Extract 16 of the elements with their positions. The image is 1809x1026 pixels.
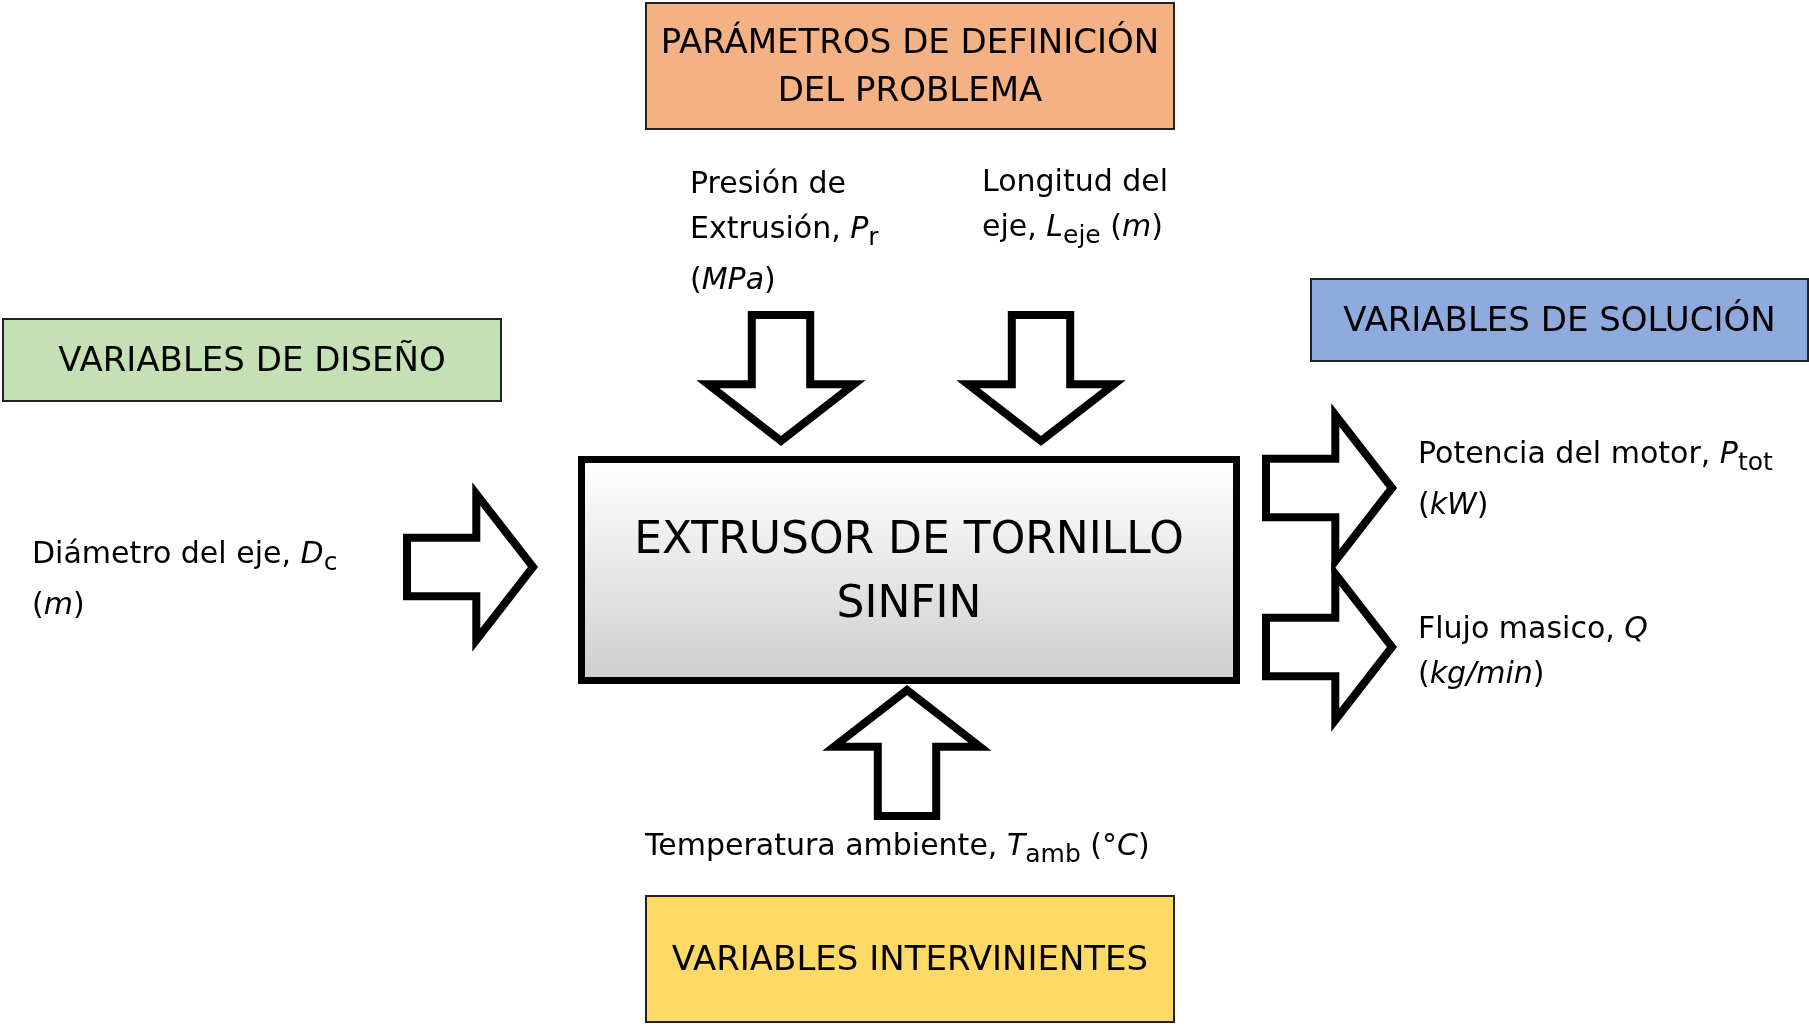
variable-label: Diámetro del eje, D$_{c}$ (m) [32,530,362,630]
block-arrow [956,311,1126,447]
category-box: VARIABLES DE SOLUCIÓN [1310,278,1809,362]
process-box: EXTRUSOR DE TORNILLO SINFIN [578,456,1240,684]
category-box: VARIABLES INTERVINIENTES [645,895,1175,1023]
variable-label: Temperatura ambiente, T$_{amb}$ (°C) [645,822,1205,874]
block-arrow [696,311,866,447]
category-box: PARÁMETROS DE DEFINICIÓN DEL PROBLEMA [645,2,1175,130]
variable-label: Flujo masico, Q (kg/min) [1418,605,1678,705]
block-arrow [822,684,992,820]
variable-label: Longitud del eje, L$_{eje}$ (m) [982,158,1172,300]
block-arrow [1262,562,1398,732]
variable-label: Potencia del motor, P$_{tot}$ (kW) [1418,430,1778,530]
block-arrow [403,482,539,652]
variable-label: Presión de Extrusión, P$_{r}$ (MPa) [690,160,890,300]
category-box: VARIABLES DE DISEÑO [2,318,502,402]
